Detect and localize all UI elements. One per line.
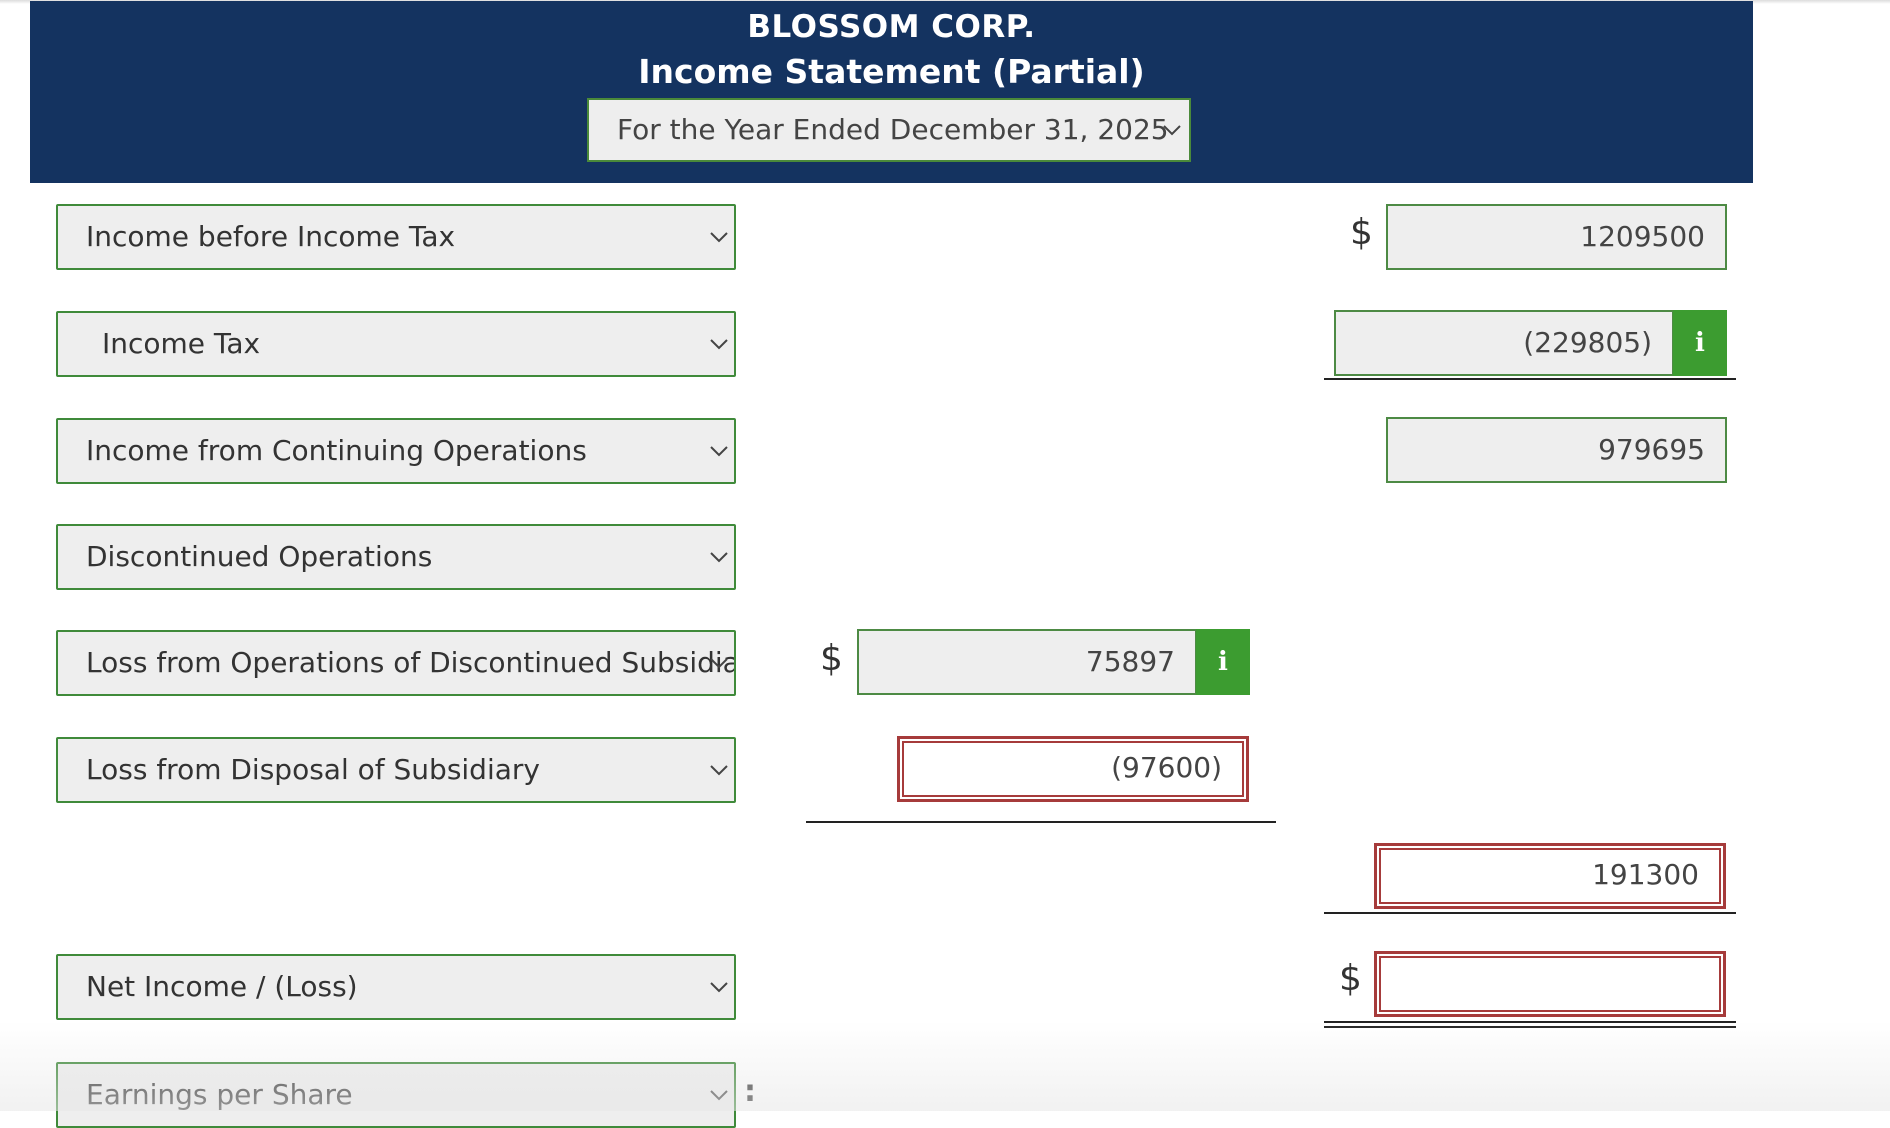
row-label-value: Net Income / (Loss): [86, 970, 358, 1003]
chevron-down-icon: [708, 313, 730, 375]
info-icon[interactable]: i: [1673, 310, 1727, 376]
amount-total-discontinued[interactable]: 191300: [1374, 843, 1726, 909]
row-label-value: Earnings per Share: [86, 1078, 353, 1111]
row-label-select-eps[interactable]: Earnings per Share: [56, 1062, 736, 1128]
amount-continuing-ops[interactable]: 979695: [1386, 417, 1727, 483]
chevron-down-icon: [708, 956, 730, 1018]
dollar-sign: $: [1350, 212, 1373, 253]
statement-title: Income Statement (Partial): [638, 52, 1145, 91]
row-label-select-continuing-ops[interactable]: Income from Continuing Operations: [56, 418, 736, 484]
row-label-select-net-income[interactable]: Net Income / (Loss): [56, 954, 736, 1020]
chevron-down-icon: [1161, 100, 1183, 160]
amount-net-income[interactable]: [1374, 951, 1726, 1017]
row-label-value: Loss from Disposal of Subsidiary: [86, 753, 540, 786]
row-label-select-income-tax[interactable]: Income Tax: [56, 311, 736, 377]
row-label-value: Discontinued Operations: [86, 540, 433, 573]
underline: [806, 821, 1276, 823]
underline: [1324, 378, 1736, 380]
period-select-value: For the Year Ended December 31, 2025: [617, 113, 1169, 146]
row-label-select-loss-disposal[interactable]: Loss from Disposal of Subsidiary: [56, 737, 736, 803]
row-label-select-loss-operations[interactable]: Loss from Operations of Discontinued Sub…: [56, 630, 736, 696]
company-name: BLOSSOM CORP.: [747, 9, 1036, 45]
amount-income-tax[interactable]: (229805): [1334, 310, 1674, 376]
double-underline-top: [1324, 1021, 1736, 1023]
amount-loss-operations[interactable]: 75897: [857, 629, 1197, 695]
row-label-select-discontinued-ops[interactable]: Discontinued Operations: [56, 524, 736, 590]
chevron-down-icon: [708, 420, 730, 482]
statement-header: BLOSSOM CORP. Income Statement (Partial)…: [30, 1, 1753, 183]
chevron-down-icon: [708, 1064, 730, 1126]
chevron-down-icon: [708, 206, 730, 268]
chevron-down-icon: [708, 739, 730, 801]
row-label-value: Income Tax: [102, 327, 261, 360]
chevron-down-icon: [708, 632, 730, 694]
row-label-value: Income from Continuing Operations: [86, 434, 587, 467]
row-label-select-income-before-tax[interactable]: Income before Income Tax: [56, 204, 736, 270]
colon-suffix: :: [744, 1074, 756, 1109]
period-select[interactable]: For the Year Ended December 31, 2025: [587, 98, 1191, 162]
chevron-down-icon: [708, 526, 730, 588]
double-underline-bottom: [1324, 1026, 1736, 1028]
amount-loss-disposal[interactable]: (97600): [897, 736, 1249, 802]
underline: [1324, 912, 1736, 914]
dollar-sign: $: [1339, 958, 1362, 999]
row-label-value: Income before Income Tax: [86, 220, 456, 253]
amount-income-before-tax[interactable]: 1209500: [1386, 204, 1727, 270]
dollar-sign: $: [820, 638, 843, 679]
info-icon[interactable]: i: [1196, 629, 1250, 695]
row-label-value: Loss from Operations of Discontinued Sub…: [86, 646, 736, 679]
